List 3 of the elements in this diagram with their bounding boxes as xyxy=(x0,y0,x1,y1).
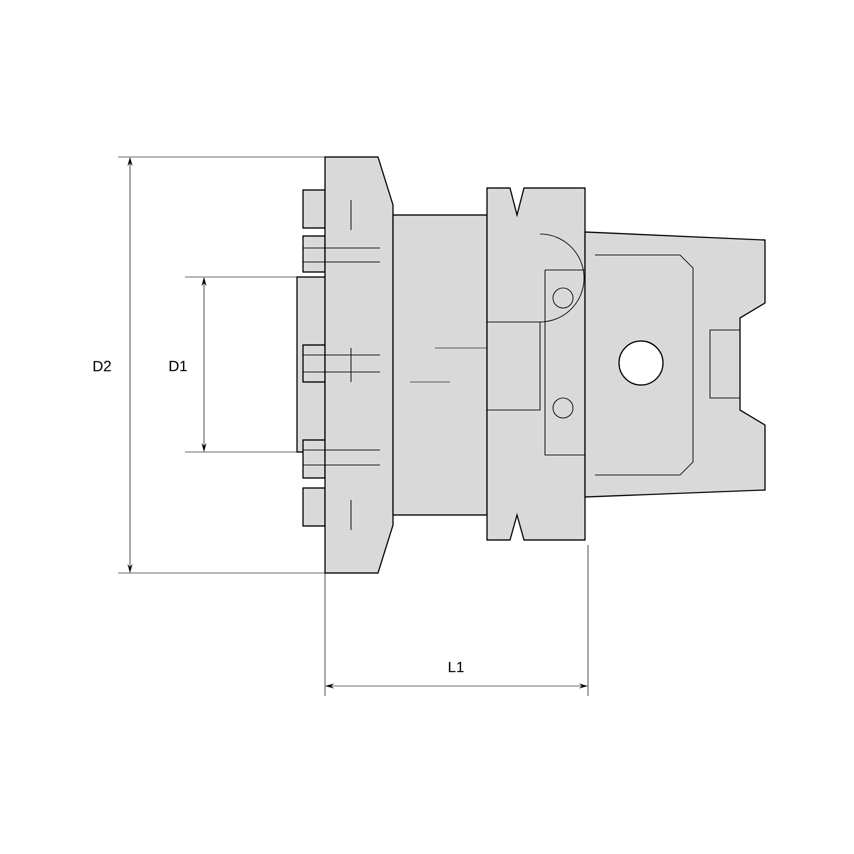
dimension-label: D1 xyxy=(167,360,189,372)
dimension-label: L1 xyxy=(446,660,466,674)
dimension-label: D2 xyxy=(91,360,113,372)
